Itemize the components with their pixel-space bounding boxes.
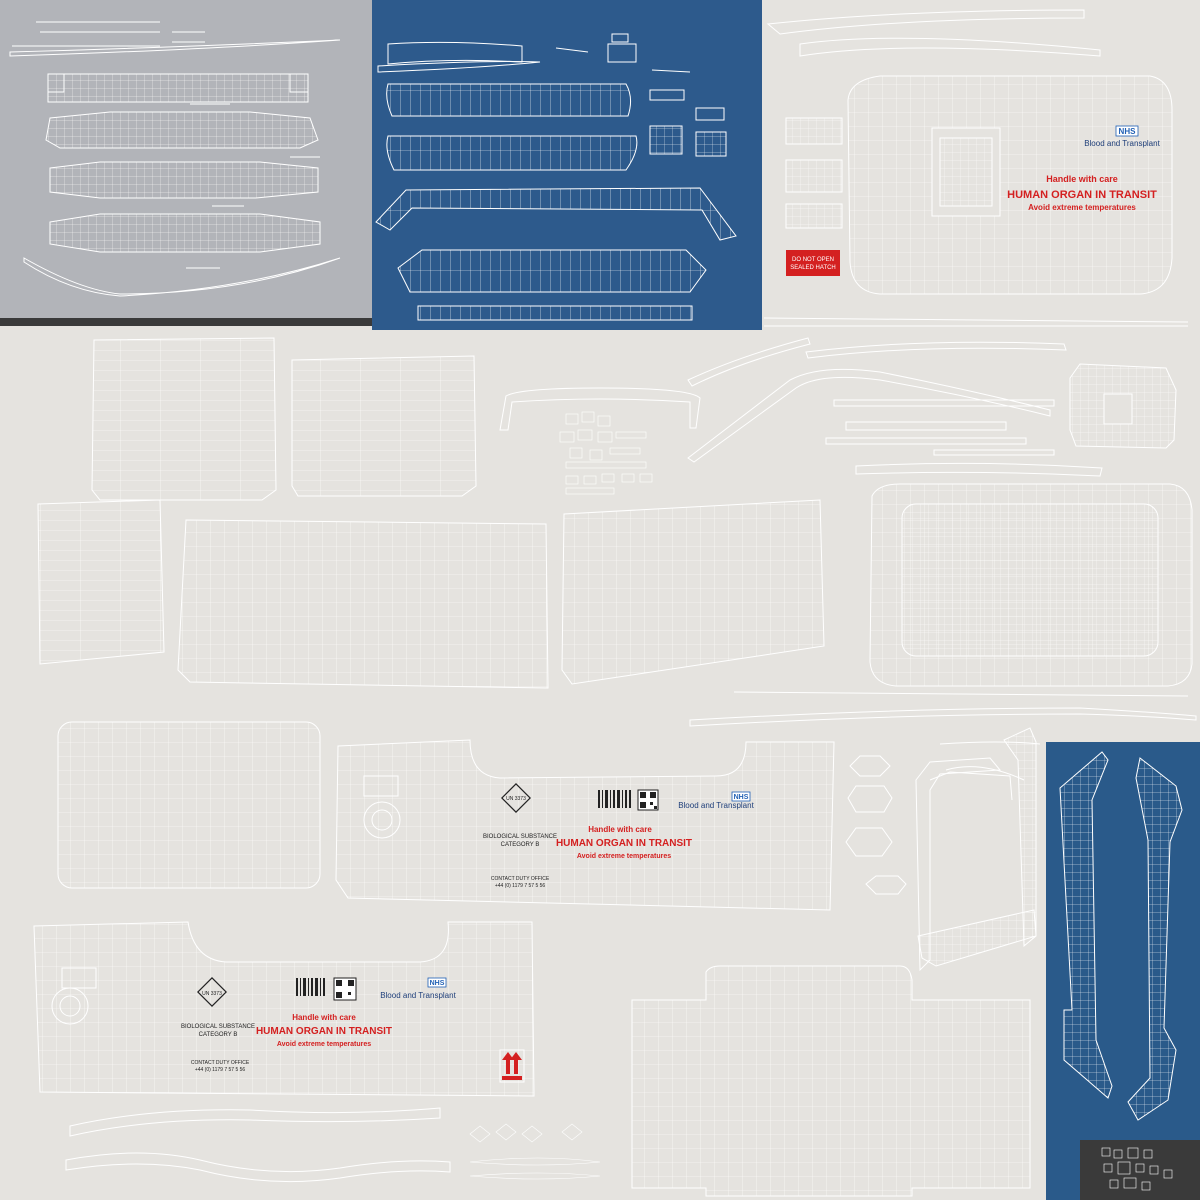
clip-cluster — [559, 411, 653, 495]
back-qr-code — [333, 977, 357, 1001]
front-human-organ: HUMAN ORGAN IN TRANSIT — [556, 838, 692, 849]
gray-part-2 — [45, 111, 319, 149]
small-bits — [469, 1123, 601, 1180]
lid-nhs-logo: NHS — [1119, 127, 1137, 136]
back-bio-2: CATEGORY B — [199, 1032, 238, 1038]
back-human-organ: HUMAN ORGAN IN TRANSIT — [256, 1026, 392, 1037]
front-un-code: UN 3373 — [506, 796, 526, 802]
gray-part-4 — [49, 213, 321, 253]
back-hazard-diamond — [197, 977, 227, 1007]
blue-top-panel — [372, 0, 762, 330]
sticker-line-1: DO NOT OPEN — [792, 257, 834, 263]
gray-part-1 — [47, 73, 309, 103]
do-not-open-sticker: DO NOT OPEN SEALED HATCH — [786, 250, 840, 276]
front-bio-2: CATEGORY B — [501, 842, 540, 848]
gray-panel — [0, 0, 380, 326]
back-bio-1: BIOLOGICAL SUBSTANCE — [181, 1024, 255, 1030]
blue-right-panel — [1046, 742, 1200, 1200]
front-blood-transplant: Blood and Transplant — [678, 801, 754, 810]
front-handle-with-care: Handle with care — [588, 825, 652, 834]
lid-handle-with-care: Handle with care — [1046, 174, 1118, 184]
this-way-up-arrows — [499, 1049, 525, 1083]
front-contact-2: +44 (0) 1179 7 57 5 56 — [495, 883, 546, 889]
front-bio-1: BIOLOGICAL SUBSTANCE — [483, 834, 557, 840]
lid-label: NHS Blood and Transplant Handle with car… — [1007, 125, 1161, 212]
back-handle-with-care: Handle with care — [292, 1013, 356, 1022]
front-nhs-logo: NHS — [734, 794, 749, 801]
back-contact-2: +44 (0) 1179 7 57 5 56 — [195, 1067, 246, 1073]
front-contact-1: CONTACT DUTY OFFICE — [491, 876, 550, 882]
front-label-band: UN 3373 BIOLOGICAL SUBSTANCE CATEGORY B … — [335, 739, 835, 911]
lid-avoid-temps: Avoid extreme temperatures — [1028, 203, 1136, 212]
lid-human-organ: HUMAN ORGAN IN TRANSIT — [1007, 189, 1157, 201]
back-contact-1: CONTACT DUTY OFFICE — [191, 1060, 250, 1066]
lid-blood-transplant: Blood and Transplant — [1084, 139, 1160, 148]
front-barcode — [598, 790, 631, 808]
hazard-diamond — [501, 783, 531, 813]
back-blood-transplant: Blood and Transplant — [380, 991, 456, 1000]
gray-part-3 — [49, 161, 319, 199]
corner-bits — [1101, 1147, 1173, 1191]
back-label-band: UN 3373 BIOLOGICAL SUBSTANCE CATEGORY B … — [33, 921, 535, 1097]
back-un-code: UN 3373 — [202, 991, 222, 997]
back-barcode — [296, 978, 325, 996]
lower-section: UN 3373 BIOLOGICAL SUBSTANCE CATEGORY B … — [33, 721, 1037, 1197]
front-qr-code — [637, 789, 659, 811]
middle-section — [37, 337, 1197, 745]
sticker-line-2: SEALED HATCH — [790, 265, 836, 271]
front-avoid-temps: Avoid extreme temperatures — [577, 853, 671, 860]
back-nhs-logo: NHS — [430, 980, 445, 987]
lid-region: NHS Blood and Transplant Handle with car… — [763, 9, 1189, 327]
back-avoid-temps: Avoid extreme temperatures — [277, 1041, 371, 1048]
